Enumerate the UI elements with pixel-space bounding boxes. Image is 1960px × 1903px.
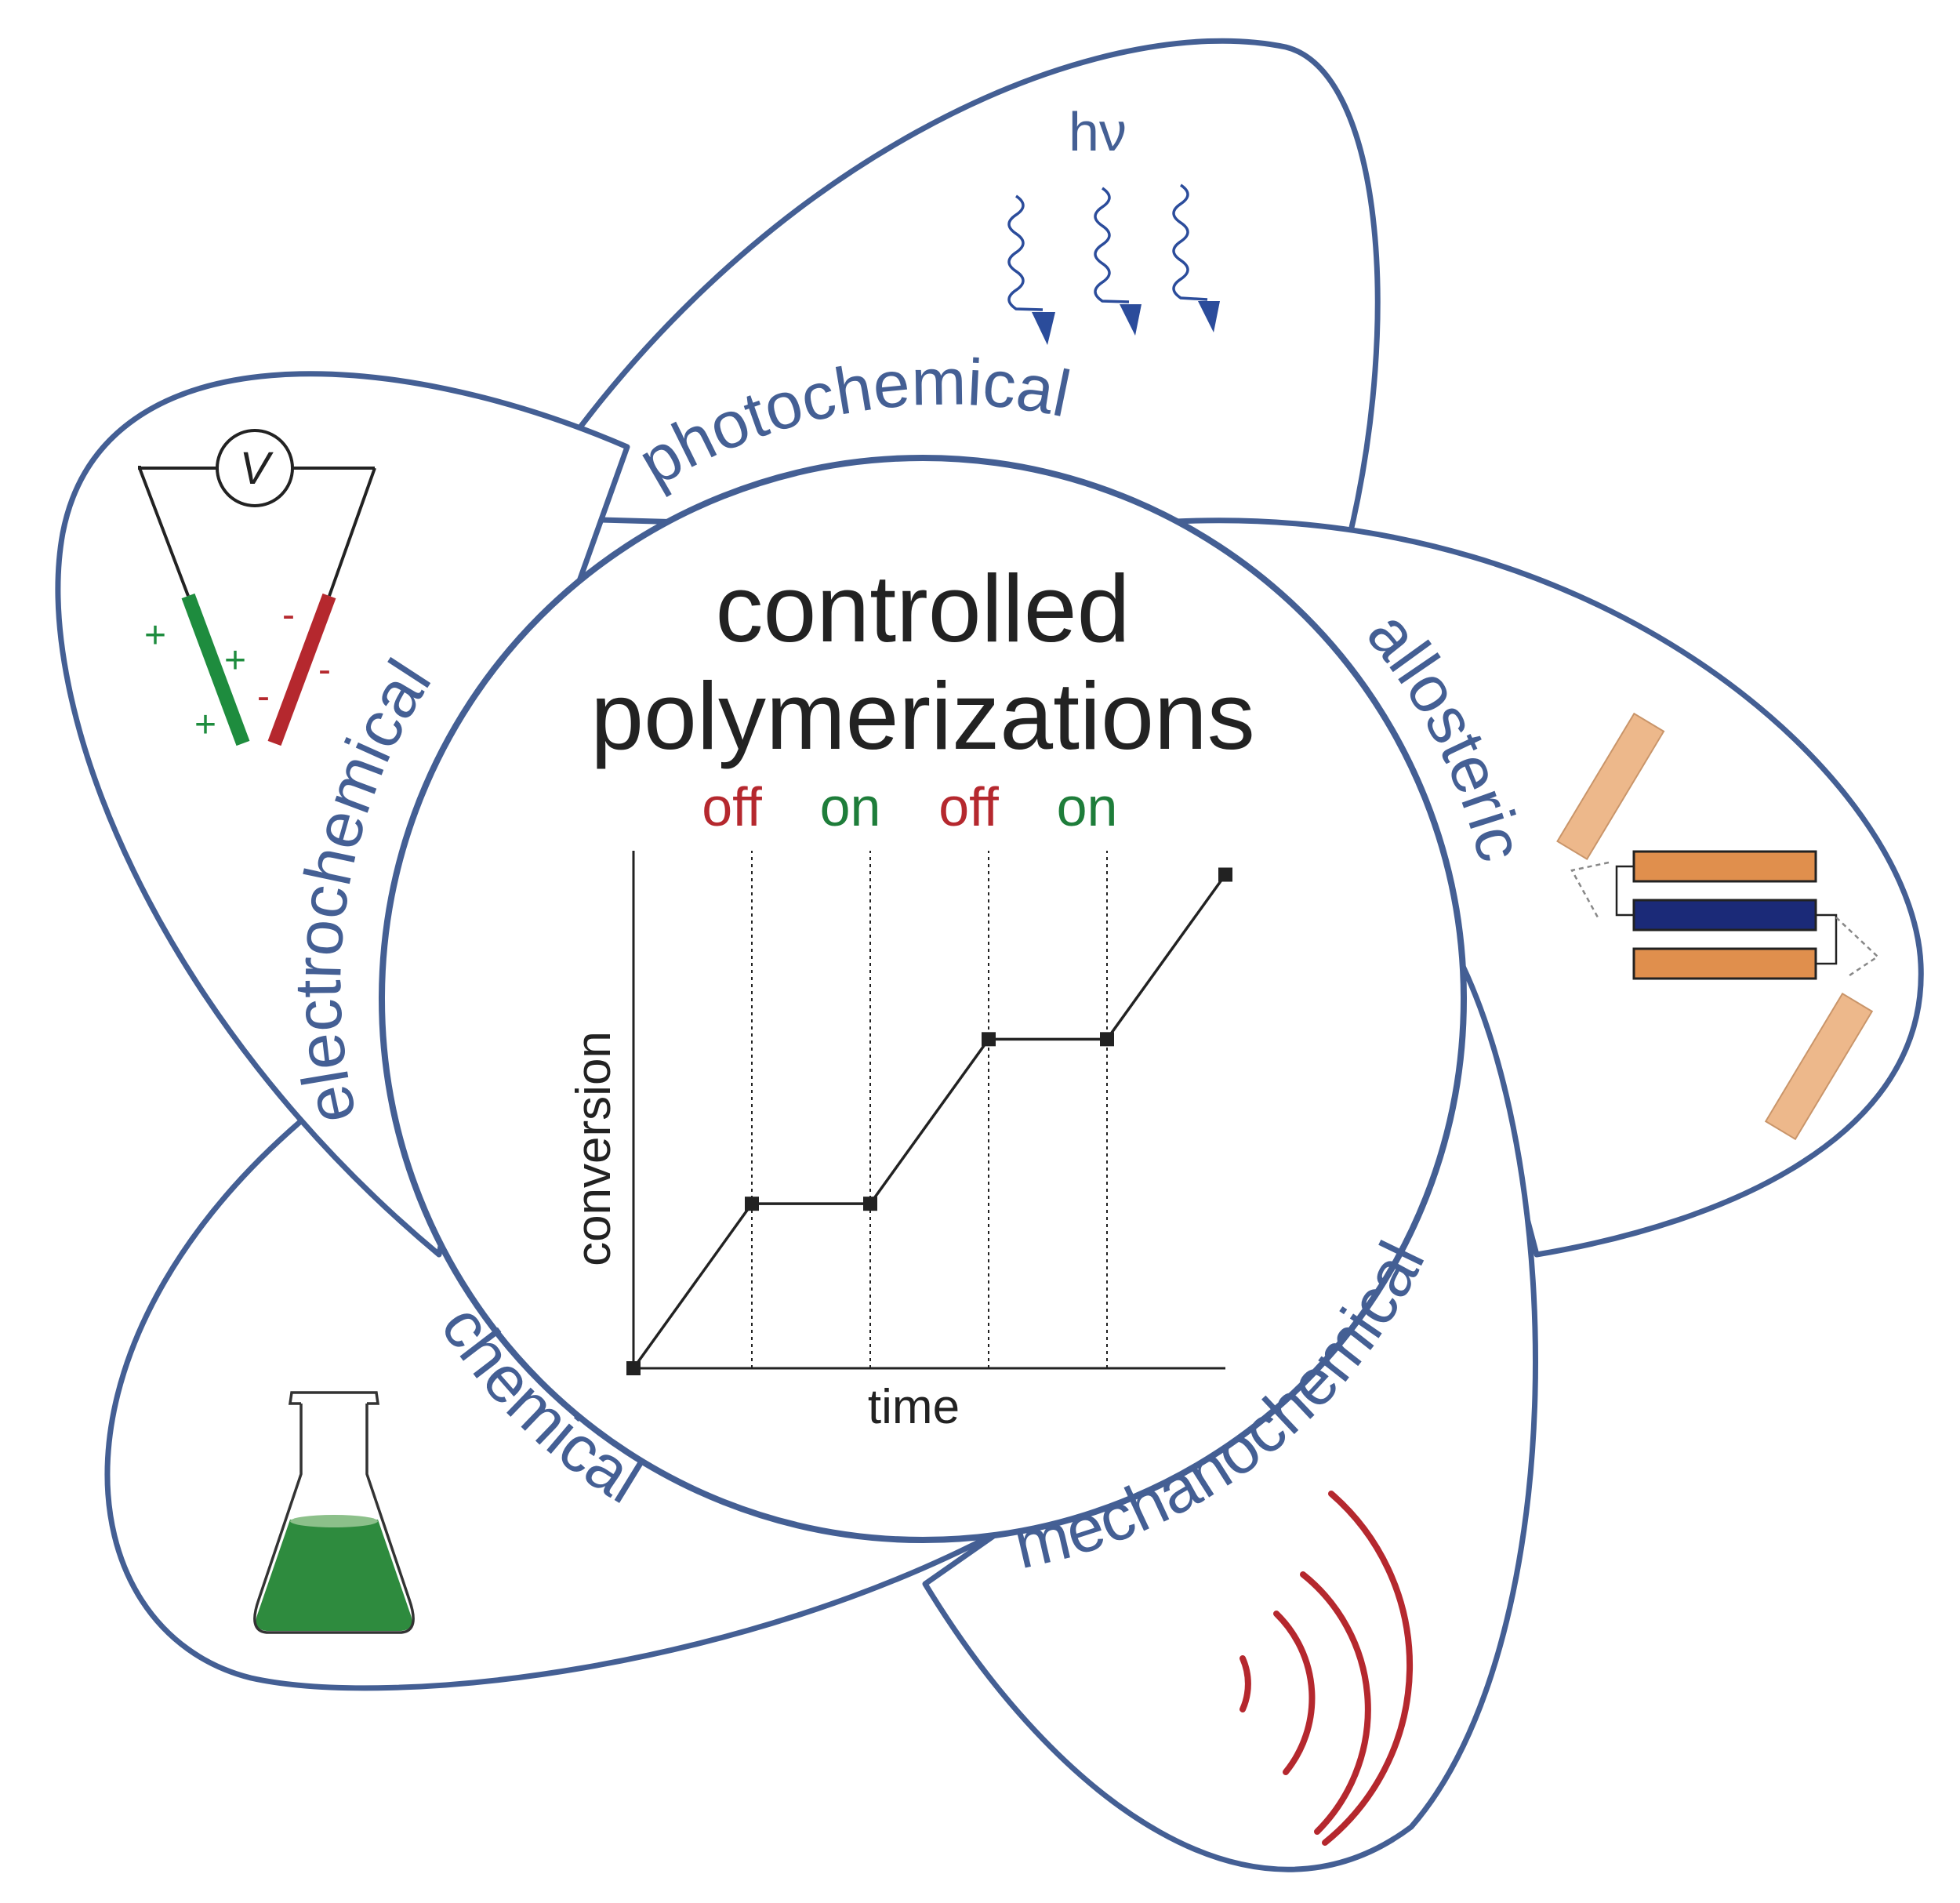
svg-text:-: - bbox=[257, 676, 270, 717]
plus-signs: + + + bbox=[144, 615, 246, 746]
data-point-1 bbox=[626, 1361, 641, 1375]
erlenmeyer-flask-icon bbox=[253, 1391, 415, 1634]
light-hv-wavy-arrows-icon: hν bbox=[1007, 101, 1220, 345]
state-label-3: off bbox=[938, 776, 999, 837]
svg-text:+: + bbox=[194, 704, 216, 746]
svg-text:-: - bbox=[282, 594, 295, 636]
svg-text:+: + bbox=[224, 640, 246, 681]
center-hub bbox=[379, 455, 1467, 1543]
x-axis-label: time bbox=[868, 1380, 960, 1434]
state-label-2: on bbox=[820, 776, 881, 837]
data-point-2 bbox=[745, 1197, 759, 1211]
allosteric-arm-bottom bbox=[1764, 992, 1874, 1141]
anode-electrode bbox=[181, 593, 250, 746]
state-label-4: on bbox=[1057, 776, 1118, 837]
hv-symbol: hν bbox=[1069, 101, 1127, 162]
data-point-3 bbox=[863, 1197, 877, 1211]
svg-text:+: + bbox=[144, 615, 166, 656]
title-line-2: polymerizations bbox=[590, 663, 1255, 769]
allosteric-bar-top bbox=[1632, 850, 1817, 883]
data-point-5 bbox=[1100, 1032, 1114, 1047]
conversion-line bbox=[632, 873, 1227, 1370]
y-axis-label: conversion bbox=[567, 1031, 621, 1266]
allosteric-bar-core bbox=[1632, 899, 1817, 932]
data-point-6 bbox=[1218, 867, 1232, 882]
data-point-4 bbox=[982, 1032, 996, 1047]
photon-arrows bbox=[1007, 183, 1208, 311]
photon-arrowheads bbox=[1032, 301, 1220, 345]
svg-text:-: - bbox=[318, 649, 331, 691]
voltmeter-symbol: V bbox=[240, 443, 274, 494]
allosteric-switch-icon bbox=[1556, 712, 1880, 1141]
sound-wave-icon bbox=[1240, 1491, 1414, 1846]
minus-signs: - - - bbox=[257, 594, 331, 717]
allosteric-bar-bottom bbox=[1632, 947, 1817, 980]
petal-electrochemical bbox=[55, 371, 630, 1258]
allosteric-arm-top bbox=[1556, 712, 1665, 860]
state-label-1: off bbox=[702, 776, 762, 837]
voltmeter-circle bbox=[216, 429, 294, 507]
title-line-1: controlled bbox=[716, 555, 1131, 662]
voltmeter-electrodes-icon: V + + + - - - bbox=[138, 429, 376, 746]
petal-photochemical bbox=[514, 38, 1381, 544]
cathode-electrode bbox=[267, 593, 336, 746]
